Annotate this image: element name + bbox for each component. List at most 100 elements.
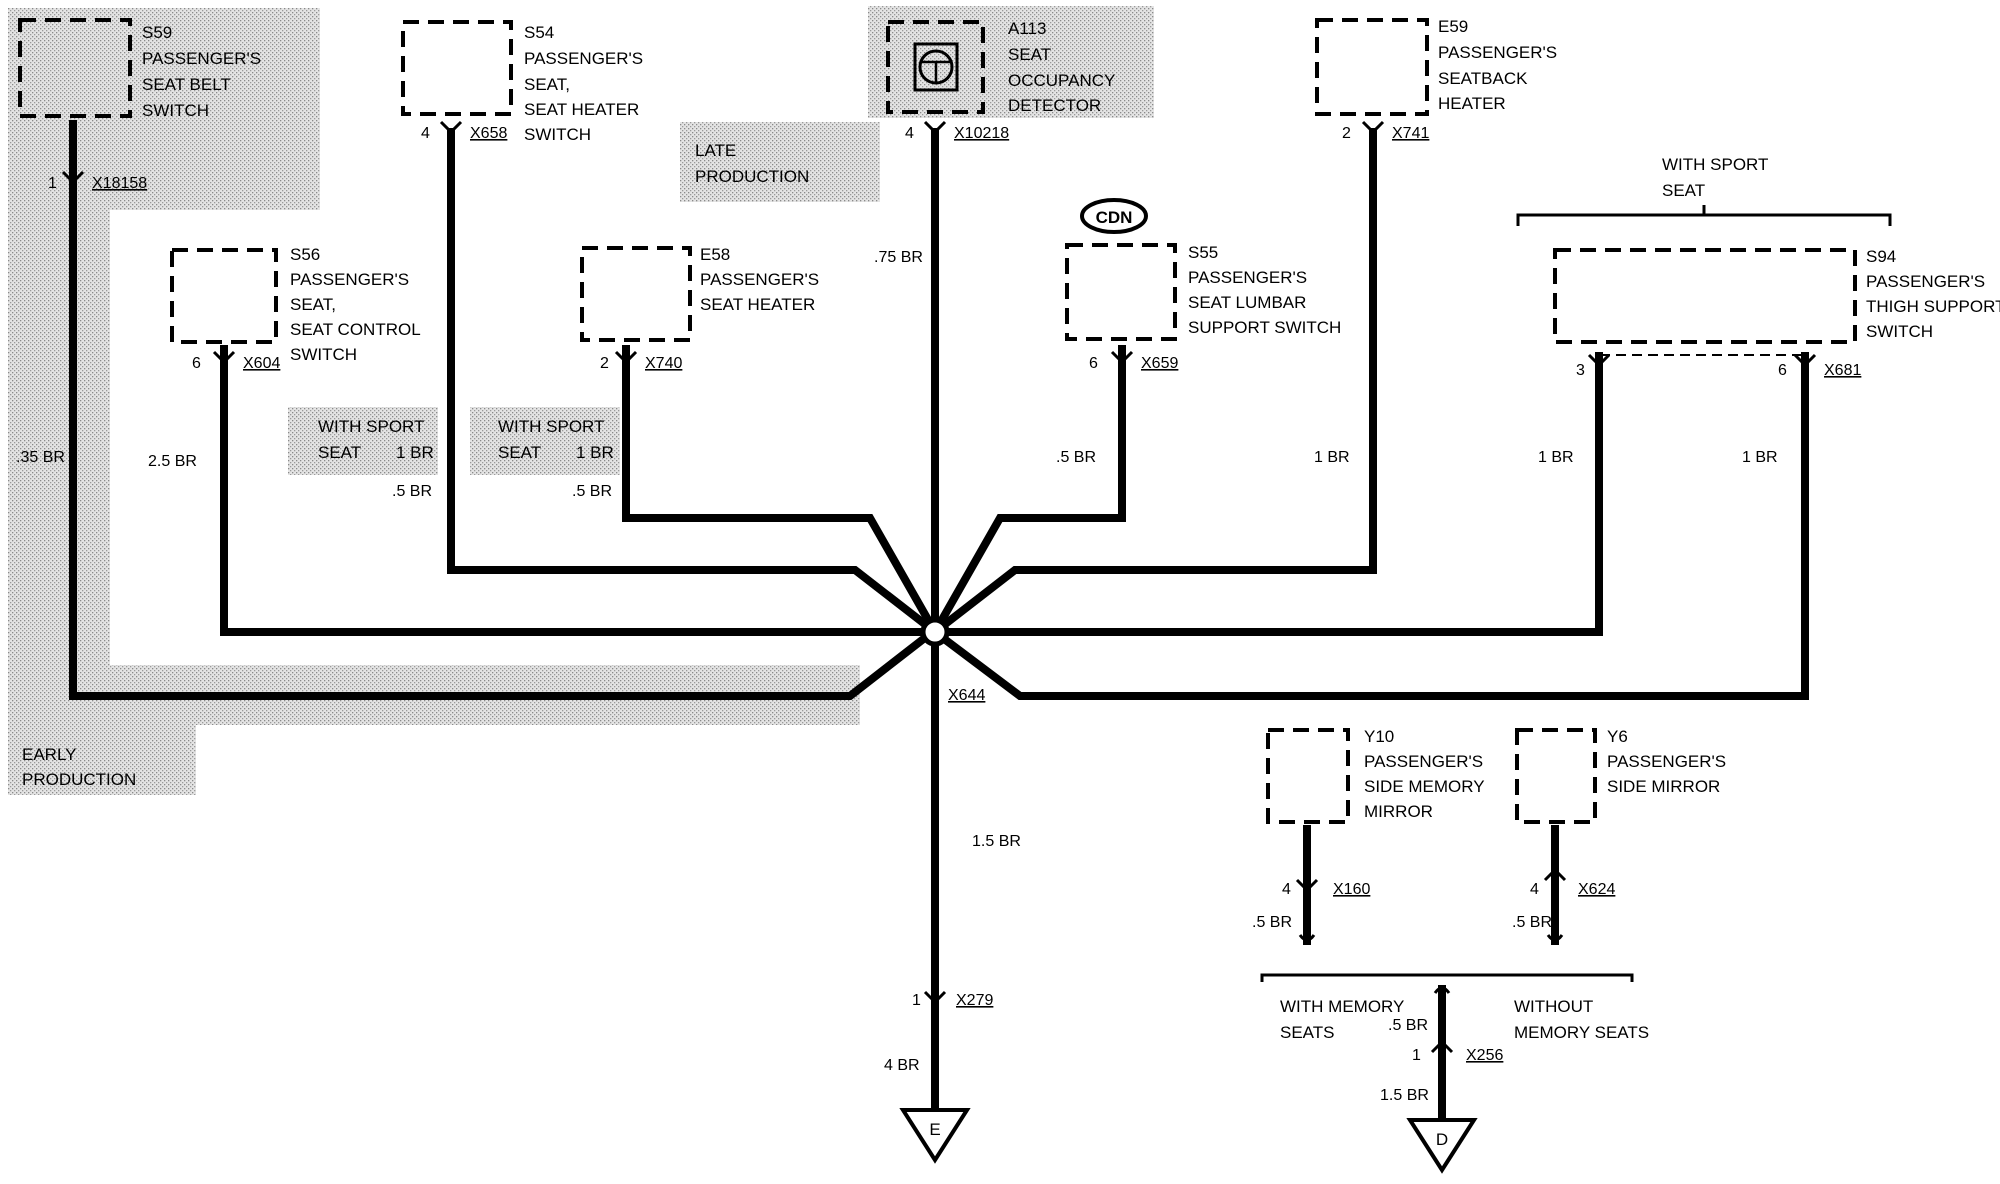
- svg-text:SEAT: SEAT: [1008, 45, 1051, 64]
- svg-text:HEATER: HEATER: [1438, 94, 1506, 113]
- late-production-shading: [680, 122, 880, 202]
- conn-x658: X658: [470, 125, 507, 142]
- svg-text:SIDE MEMORY: SIDE MEMORY: [1364, 777, 1485, 796]
- wire-s59: [69, 120, 938, 700]
- svg-text:PASSENGER'S: PASSENGER'S: [700, 270, 819, 289]
- svg-text:PRODUCTION: PRODUCTION: [22, 770, 136, 789]
- s55-label: S55 PASSENGER'S SEAT LUMBAR SUPPORT SWIT…: [1188, 243, 1341, 337]
- y6-box: [1515, 728, 1597, 824]
- svg-text:.5 BR: .5 BR: [1388, 1017, 1428, 1034]
- e58-label: E58 PASSENGER'S SEAT HEATER: [700, 245, 819, 314]
- occupancy-sensor-icon: [913, 42, 959, 92]
- pin-numbers: 1 4 4 2 6 2 6 3 6 1 4 4 1: [48, 125, 1787, 1064]
- svg-text:PASSENGER'S: PASSENGER'S: [290, 270, 409, 289]
- svg-text:6: 6: [1778, 362, 1787, 379]
- sport-seat-2-shading: [470, 407, 620, 475]
- svg-text:2: 2: [1342, 125, 1351, 142]
- svg-text:1 BR: 1 BR: [576, 443, 614, 462]
- svg-text:1: 1: [912, 992, 921, 1009]
- svg-text:SIDE MIRROR: SIDE MIRROR: [1607, 777, 1720, 796]
- svg-text:WITH SPORT: WITH SPORT: [498, 417, 604, 436]
- memory-bracket: [1260, 973, 1634, 982]
- sport-seat-1-shading: [288, 407, 438, 475]
- early-production-note: EARLY PRODUCTION: [22, 745, 136, 789]
- svg-text:SEAT CONTROL: SEAT CONTROL: [290, 320, 421, 339]
- svg-text:SEATBACK: SEATBACK: [1438, 69, 1528, 88]
- svg-text:PASSENGER'S: PASSENGER'S: [1607, 752, 1726, 771]
- svg-text:3: 3: [1576, 362, 1585, 379]
- svg-text:LATE: LATE: [695, 141, 736, 160]
- conn-x659: X659: [1141, 355, 1178, 372]
- svg-text:Y10: Y10: [1364, 727, 1394, 746]
- s94-label: S94 PASSENGER'S THIGH SUPPORT SWITCH: [1866, 247, 2000, 341]
- cdn-badge-text: CDN: [1096, 208, 1133, 227]
- svg-text:1: 1: [48, 175, 57, 192]
- late-production-note: LATE PRODUCTION: [695, 141, 809, 186]
- wire-s56: [220, 345, 935, 636]
- svg-text:WITH SPORT: WITH SPORT: [318, 417, 424, 436]
- ground-e-label: E: [929, 1120, 940, 1139]
- conn-x18158: X18158: [92, 175, 147, 192]
- y6-label: Y6 PASSENGER'S SIDE MIRROR: [1607, 727, 1726, 796]
- svg-text:SWITCH: SWITCH: [524, 125, 591, 144]
- svg-text:1 BR: 1 BR: [1538, 449, 1574, 466]
- s54-label: S54 PASSENGER'S SEAT, SEAT HEATER SWITCH: [524, 23, 643, 144]
- svg-text:SEAT: SEAT: [1662, 181, 1705, 200]
- sport-seat-note: WITH SPORT SEAT: [1662, 155, 1768, 200]
- svg-text:1 BR: 1 BR: [396, 443, 434, 462]
- e59-box: [1315, 18, 1429, 116]
- svg-text:E58: E58: [700, 245, 730, 264]
- wire-s55: [931, 345, 1126, 634]
- svg-text:WITH MEMORY: WITH MEMORY: [1280, 997, 1404, 1016]
- s55-box: [1065, 243, 1177, 341]
- wire-e58: [622, 345, 939, 634]
- wire-s94a: [935, 352, 1603, 636]
- svg-text:6: 6: [1089, 355, 1098, 372]
- conn-x256: X256: [1466, 1047, 1503, 1064]
- svg-text:MIRROR: MIRROR: [1364, 802, 1433, 821]
- svg-text:2: 2: [600, 355, 609, 372]
- svg-text:1: 1: [1412, 1047, 1421, 1064]
- wire-s54: [447, 128, 938, 636]
- conn-x644: X644: [948, 687, 985, 704]
- svg-text:PASSENGER'S: PASSENGER'S: [1364, 752, 1483, 771]
- svg-text:S54: S54: [524, 23, 554, 42]
- y10-label: Y10 PASSENGER'S SIDE MEMORY MIRROR: [1364, 727, 1485, 821]
- component-boxes: [18, 18, 1857, 824]
- svg-text:PASSENGER'S: PASSENGER'S: [524, 49, 643, 68]
- conn-x160: X160: [1333, 881, 1370, 898]
- svg-text:4: 4: [421, 125, 430, 142]
- s56-label: S56 PASSENGER'S SEAT, SEAT CONTROL SWITC…: [290, 245, 421, 364]
- svg-text:EARLY: EARLY: [22, 745, 77, 764]
- svg-text:S59: S59: [142, 23, 172, 42]
- svg-text:PASSENGER'S: PASSENGER'S: [1188, 268, 1307, 287]
- svg-text:PASSENGER'S: PASSENGER'S: [1866, 272, 1985, 291]
- svg-text:OCCUPANCY: OCCUPANCY: [1008, 71, 1115, 90]
- svg-text:WITHOUT: WITHOUT: [1514, 997, 1593, 1016]
- conn-x624: X624: [1578, 881, 1615, 898]
- svg-text:.75 BR: .75 BR: [874, 249, 923, 266]
- svg-text:SEAT,: SEAT,: [524, 75, 570, 94]
- s56-box: [170, 248, 278, 344]
- svg-text:PASSENGER'S: PASSENGER'S: [142, 49, 261, 68]
- a113-box: [886, 20, 985, 114]
- with-memory-note: WITH MEMORY SEATS: [1280, 997, 1404, 1042]
- svg-text:SEAT: SEAT: [498, 443, 541, 462]
- svg-text:SEAT HEATER: SEAT HEATER: [524, 100, 639, 119]
- conn-x279: X279: [956, 992, 993, 1009]
- svg-text:SUPPORT SWITCH: SUPPORT SWITCH: [1188, 318, 1341, 337]
- s59-box: [18, 18, 132, 118]
- conn-x681: X681: [1824, 362, 1861, 379]
- y10-box: [1266, 728, 1350, 824]
- conn-x604: X604: [243, 355, 280, 372]
- svg-text:MEMORY SEATS: MEMORY SEATS: [1514, 1023, 1649, 1042]
- sport-seat-2-note: WITH SPORT SEAT 1 BR: [498, 417, 614, 462]
- svg-text:A113: A113: [1008, 19, 1046, 38]
- svg-text:PRODUCTION: PRODUCTION: [695, 167, 809, 186]
- connector-marks: [61, 120, 1817, 1054]
- e58-box: [580, 246, 692, 342]
- svg-text:1.5 BR: 1.5 BR: [1380, 1087, 1429, 1104]
- ground-e-icon: [899, 1108, 971, 1164]
- sport-seat-1-note: WITH SPORT SEAT 1 BR: [318, 417, 434, 462]
- svg-text:.5 BR: .5 BR: [392, 483, 432, 500]
